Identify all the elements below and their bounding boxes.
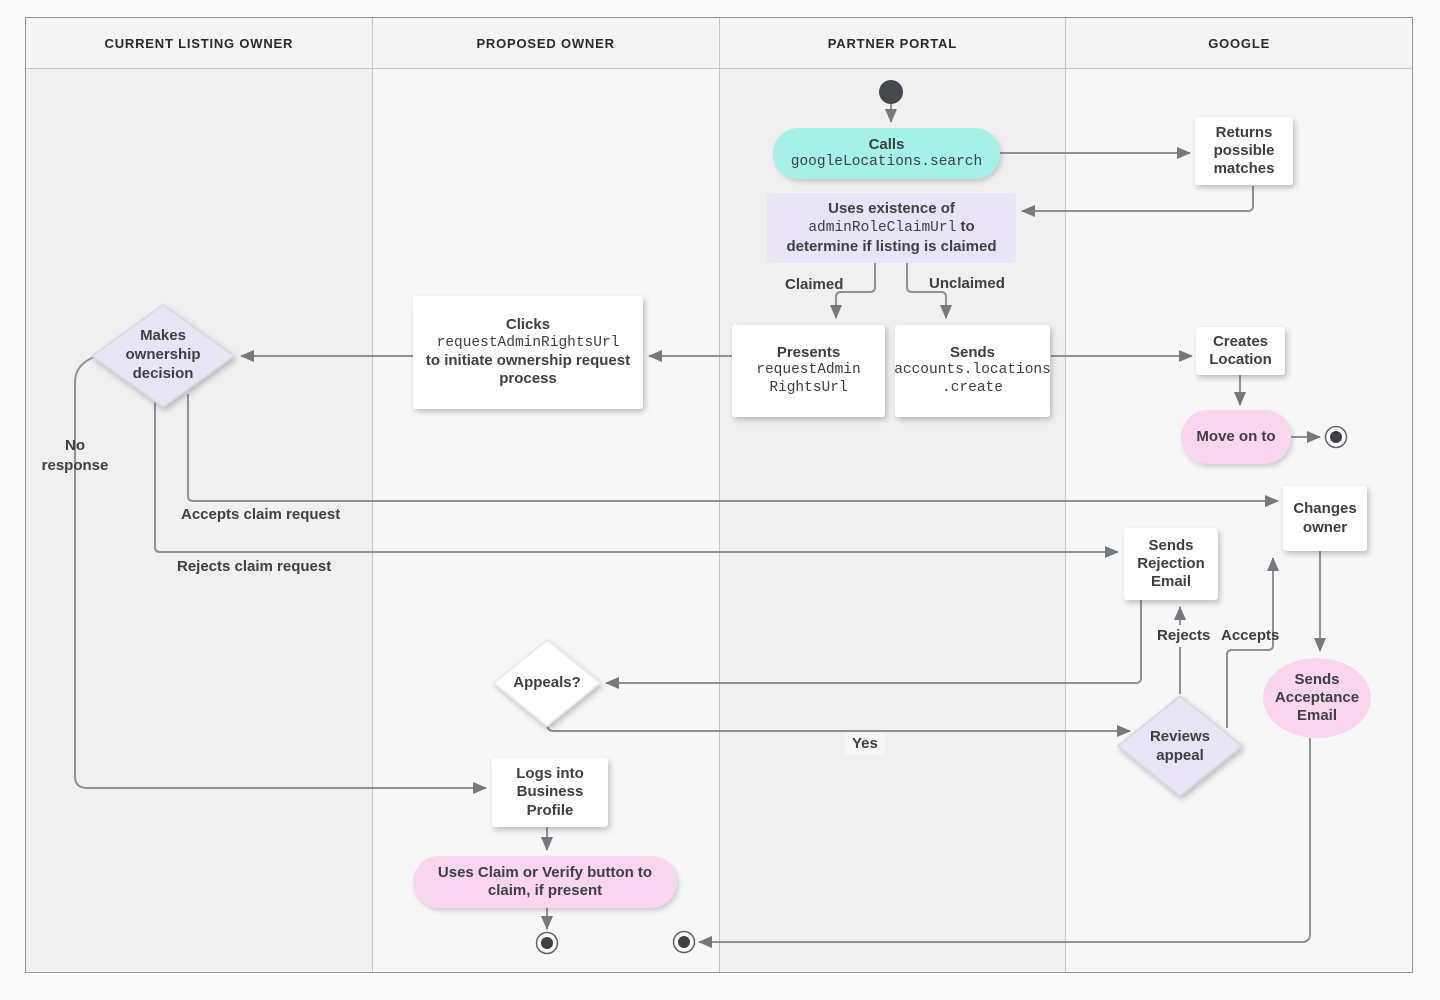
node-code-line1: requestAdmin bbox=[756, 362, 861, 379]
edge-reviews-accepts bbox=[1226, 557, 1279, 728]
node-code-line1: accounts.locations bbox=[894, 362, 1051, 379]
start-node bbox=[879, 80, 903, 104]
node-title: Presents bbox=[776, 344, 841, 362]
node-code-line2: RightsUrl bbox=[769, 380, 848, 397]
edge-uses-claimed bbox=[830, 263, 876, 319]
decision-appeals-shape bbox=[493, 639, 601, 727]
node-text: Returns possible matches bbox=[1213, 123, 1275, 178]
node-line2: adminRoleClaimUrl to bbox=[808, 218, 974, 238]
decision-makes-ownership-label: Makes ownership decision bbox=[125, 327, 201, 382]
node-uses-existence-adminroleclaimurl: Uses existence of adminRoleClaimUrl to d… bbox=[767, 193, 1016, 263]
lane-header-google: GOOGLE bbox=[1066, 18, 1412, 69]
node-clicks-requestadminrightsurl: Clicks requestAdminRightsUrl to initiate… bbox=[413, 296, 643, 409]
node-logs-into-business-profile: Logs into Business Profile bbox=[492, 758, 608, 827]
edge-appeals-yes bbox=[546, 723, 1131, 737]
node-sends-rejection-email: Sends Rejection Email bbox=[1124, 528, 1218, 600]
node-creates-location: Creates Location bbox=[1196, 327, 1285, 375]
node-text: Creates Location bbox=[1209, 332, 1272, 368]
decision-makes-ownership-shape bbox=[91, 304, 235, 408]
node-text: Sends Rejection Email bbox=[1137, 536, 1205, 591]
end-node-google bbox=[1324, 425, 1348, 449]
edge-label-accepts-claim-request: Accepts claim request bbox=[181, 506, 341, 523]
lane-header-partner-portal: PARTNER PORTAL bbox=[719, 18, 1066, 69]
node-text: Uses Claim or Verify button to claim, if… bbox=[437, 863, 653, 899]
node-text: Sends Acceptance Email bbox=[1274, 670, 1360, 725]
edge-no-response bbox=[74, 356, 487, 794]
node-presents-requestadminrightsurl: Presents requestAdmin RightsUrl bbox=[732, 325, 885, 417]
node-line2-rest: to bbox=[956, 218, 975, 236]
edge-label-rejects-claim-request: Rejects claim request bbox=[177, 558, 332, 575]
node-text: Changes owner bbox=[1293, 500, 1357, 536]
lane-header-current-listing-owner: CURRENT LISTING OWNER bbox=[26, 18, 372, 69]
node-line3: determine if listing is claimed bbox=[786, 237, 997, 255]
node-changes-owner: Changes owner bbox=[1283, 486, 1367, 551]
node-code-line2: .create bbox=[942, 380, 1003, 397]
node-calls-googlelocations-search: Calls googleLocations.search bbox=[773, 128, 1000, 179]
edge-label-accepts: Accepts bbox=[1221, 627, 1280, 644]
node-line1: Uses existence of bbox=[828, 199, 955, 217]
node-title: Sends bbox=[949, 344, 995, 362]
node-text: Logs into Business Profile bbox=[516, 765, 584, 819]
edge-rejects-claim bbox=[154, 398, 1119, 558]
edge-label-no-response: No response bbox=[41, 437, 109, 474]
edge-label-claimed: Claimed bbox=[785, 276, 844, 293]
lane-body-current-listing-owner bbox=[26, 69, 372, 972]
node-title: Clicks bbox=[505, 316, 551, 334]
node-returns-possible-matches: Returns possible matches bbox=[1195, 117, 1293, 185]
node-sends-acceptance-email: Sends Acceptance Email bbox=[1263, 658, 1371, 738]
edge-label-rejects: Rejects bbox=[1150, 625, 1218, 647]
decision-reviews-appeal-shape bbox=[1117, 695, 1243, 797]
node-uses-claim-or-verify-button: Uses Claim or Verify button to claim, if… bbox=[413, 856, 677, 908]
node-code: requestAdminRightsUrl bbox=[436, 334, 620, 351]
node-code: googleLocations.search bbox=[790, 153, 983, 170]
decision-appeals-label: Appeals? bbox=[513, 674, 581, 691]
node-move-on-to: Move on to bbox=[1181, 410, 1291, 464]
node-rest: to initiate ownership request process bbox=[425, 352, 631, 388]
edge-accepts-claim bbox=[187, 394, 1279, 507]
edge-rejection-to-appeals bbox=[605, 600, 1142, 689]
edge-label-unclaimed: Unclaimed bbox=[929, 275, 1005, 292]
node-code: adminRoleClaimUrl bbox=[808, 220, 957, 237]
lane-current-listing-owner: CURRENT LISTING OWNER bbox=[26, 18, 373, 972]
edge-label-yes: Yes bbox=[845, 733, 885, 755]
node-text: Move on to bbox=[1196, 427, 1276, 445]
lane-header-proposed-owner: PROPOSED OWNER bbox=[372, 18, 719, 69]
node-title: Calls bbox=[868, 135, 905, 153]
end-node-partner-portal bbox=[672, 930, 696, 954]
decision-reviews-appeal-label: Reviews appeal bbox=[1149, 728, 1211, 764]
edge-uses-unclaimed bbox=[906, 263, 952, 319]
edge-acceptance-to-end bbox=[698, 738, 1311, 948]
edge-returns-to-uses bbox=[1021, 186, 1254, 217]
node-sends-accounts-locations-create: Sends accounts.locations .create bbox=[894, 325, 1051, 417]
end-node-proposed-owner bbox=[535, 931, 559, 955]
